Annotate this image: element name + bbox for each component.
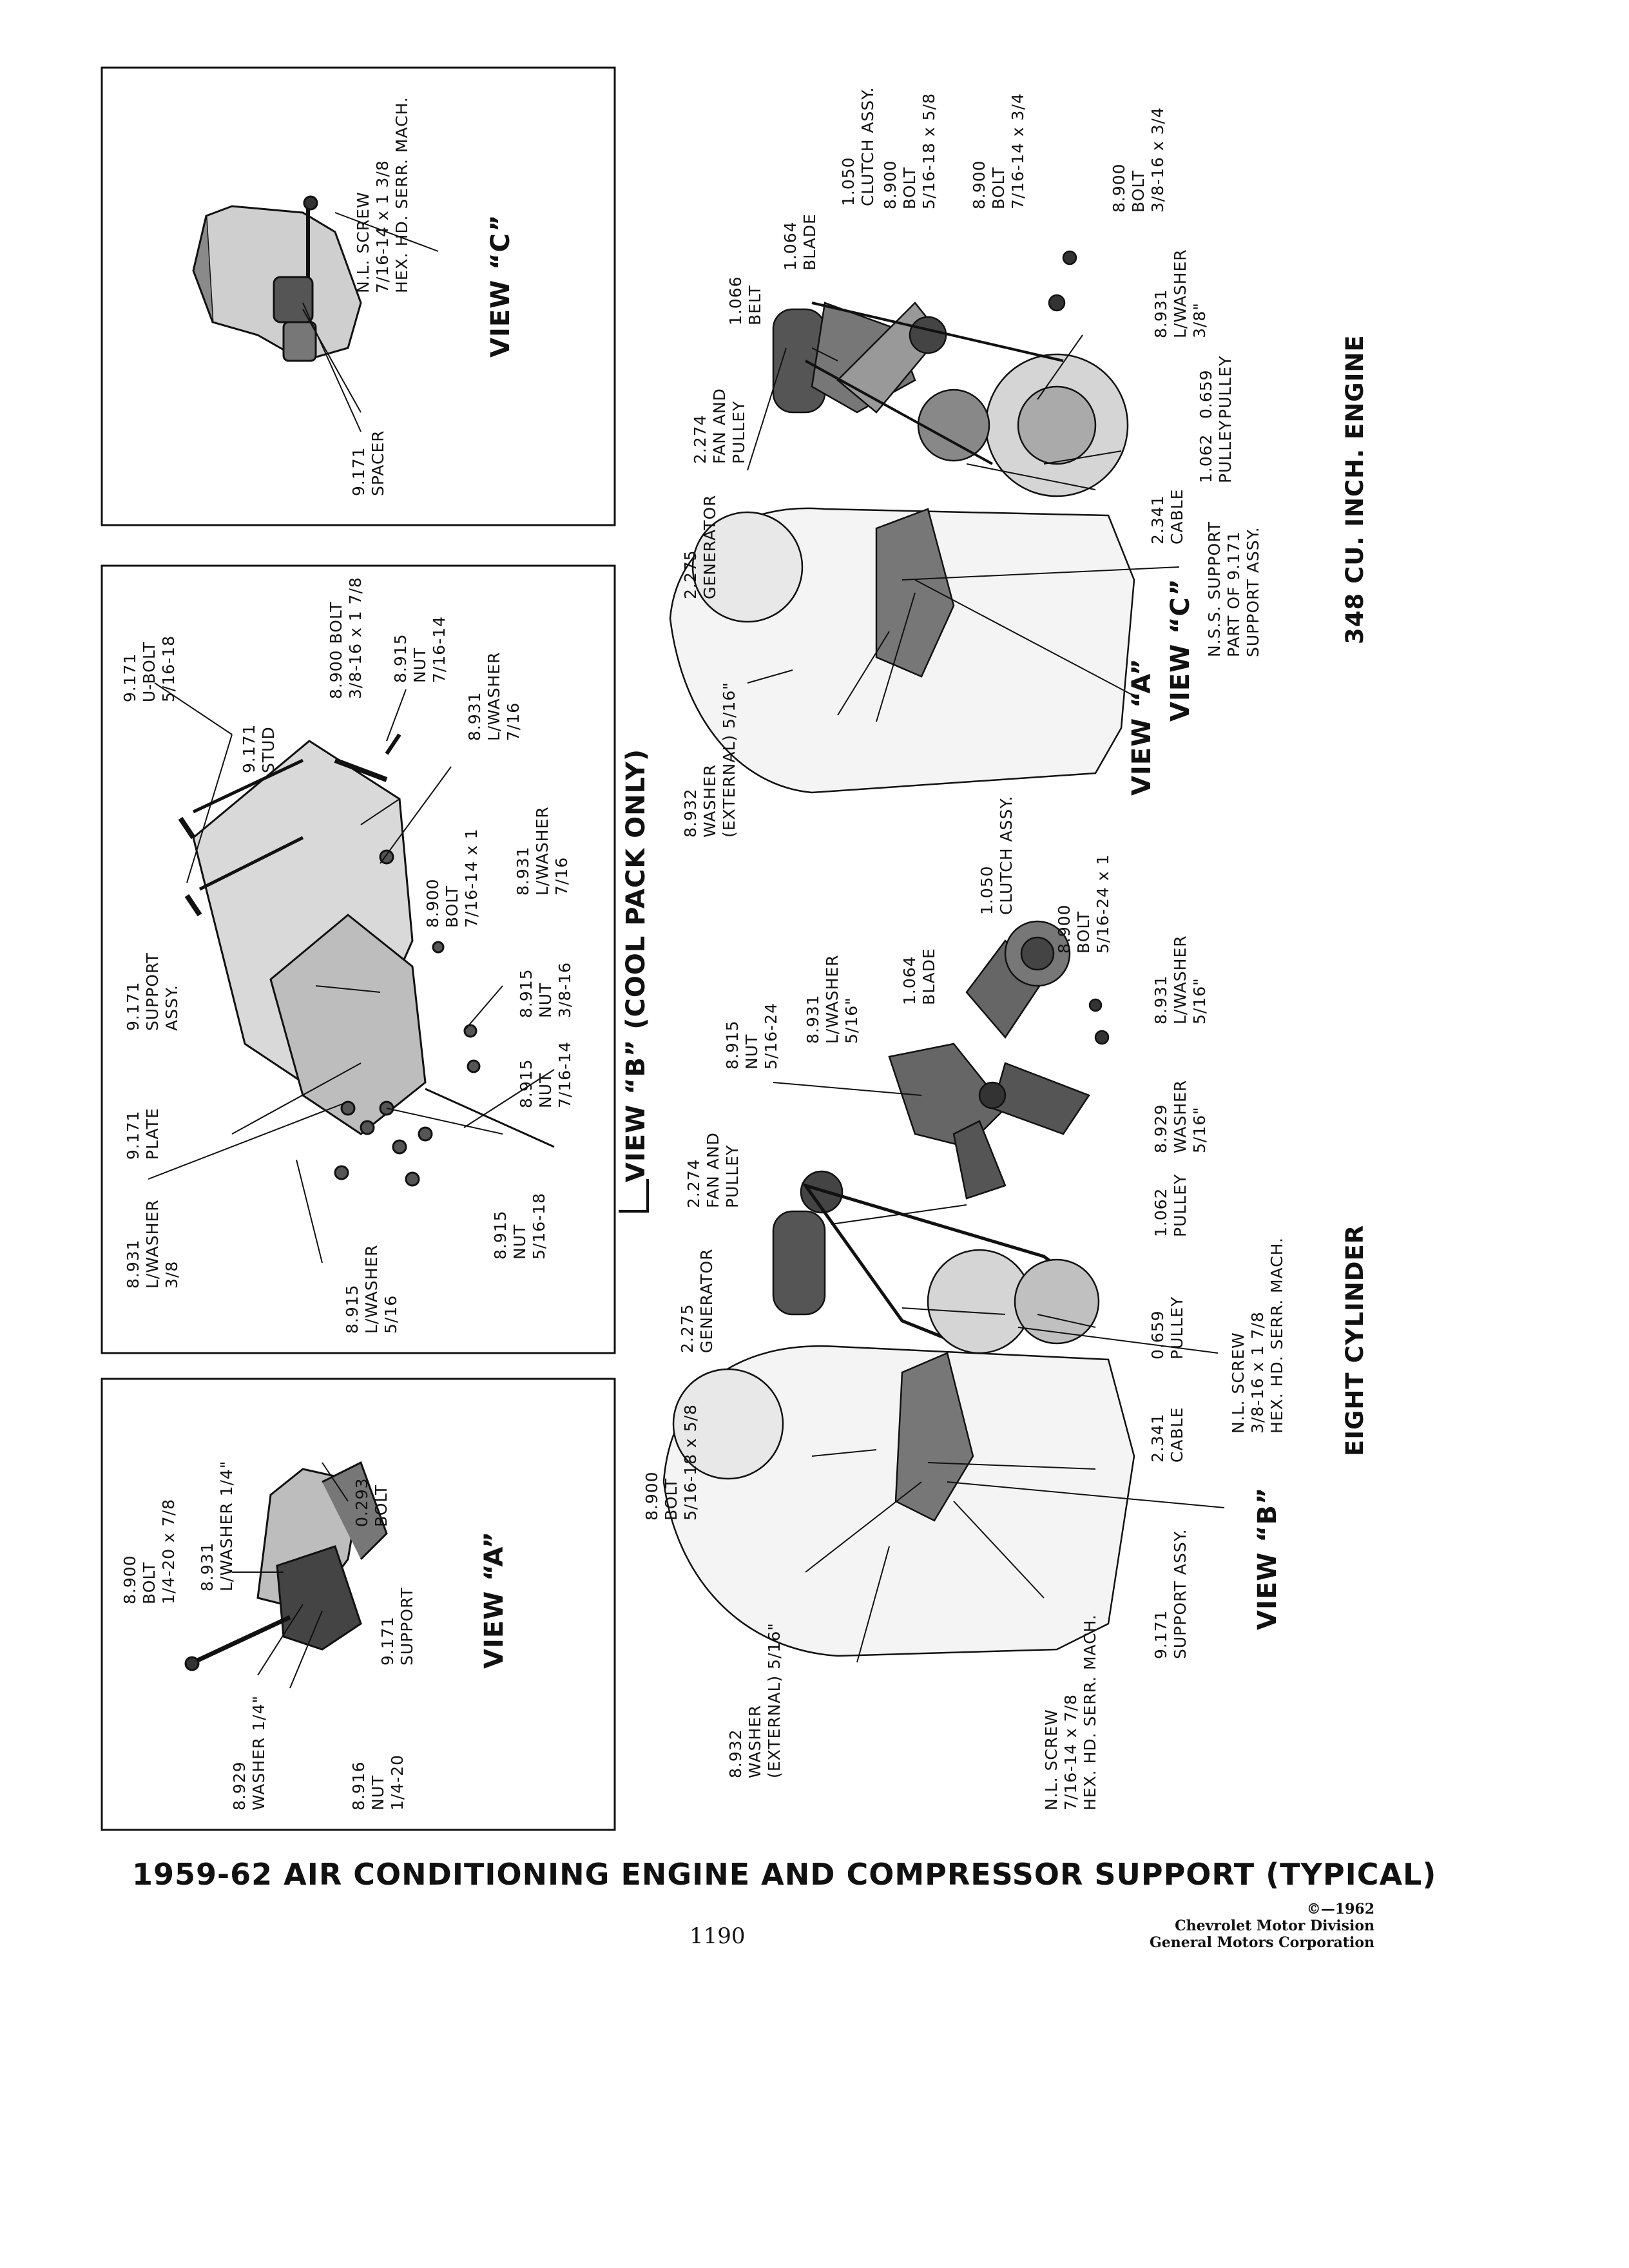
view-titles: VIEW “C” VIEW “B” (COOL PACK ONLY) VIEW … [479,214,1282,1669]
callout-va-lwasher: 8.931 L/WASHER 1/4" [198,1461,236,1591]
callout-u-cable: 2.341 CABLE [1148,489,1186,544]
callout-labels: N.L. SCREW 7/16-14 x 1 3/8 HEX. HD. SERR… [120,87,1286,1811]
upper-engine-illustration [669,250,1135,794]
callout-l-fan: 2.274 FAN AND PULLEY [684,1126,742,1208]
callout-va-nut: 8.916 NUT 1/4-20 [349,1754,407,1811]
callout-l-blade: 1.064 BLADE [900,948,938,1005]
callout-u-clutch: 1.050 CLUTCH ASSY. [839,87,877,206]
callout-l-lwasher2: 8.931 L/WASHER 5/16" [804,948,861,1044]
section-label-eight-cylinder: EIGHT CYLINDER [1341,1225,1369,1456]
callout-u-lwasher: 8.931 L/WASHER 3/8" [1152,243,1209,338]
callout-vb-nut-bottom: 8.915 NUT 5/16-18 [491,1193,548,1260]
callout-u-belt: 1.066 BELT [726,270,764,325]
callout-vb-ubolt: 9.171 U-BOLT 5/16-18 [120,635,178,702]
callout-vb-nut-mid: 8.915 NUT 3/8-16 [517,962,574,1018]
view-b-title: VIEW “B” (COOL PACK ONLY) [621,749,651,1182]
callout-l-nut: 8.915 NUT 5/16-24 [723,1003,780,1070]
callout-l-clutch: 1.050 CLUTCH ASSY. [978,796,1016,915]
copyright-block: ©—1962 Chevrolet Motor Division General … [988,1901,1374,1951]
callout-u-blade: 1.064 BLADE [781,213,819,271]
copyright-line-2: Chevrolet Motor Division [1175,1917,1374,1934]
callout-vb-bolt-top: 8.900 BOLT 3/8-16 x 1 7/8 [327,577,365,699]
callout-vb-plate: 9.171 PLATE [124,1104,162,1160]
lower-engine-illustration [662,920,1135,1657]
callout-l-pulley-0659: 0.659 PULLEY [1148,1296,1186,1360]
callout-vb-lwasher-left: 8.931 L/WASHER 3/8 [124,1193,181,1289]
callout-vb-bolt-mid: 8.900 BOLT 7/16-14 x 1 [423,828,481,928]
view-c-box [101,66,616,526]
callout-va-support: 9.171 SUPPORT [378,1587,416,1666]
callout-vb-lwasher-top: 8.931 L/WASHER 7/16 [465,646,523,741]
leader-lines [148,309,1225,1689]
view-a-ref-upper: VIEW “A” [1127,658,1157,796]
callout-vb-lwasher-bottom: 8.915 L/WASHER 5/16 [343,1238,400,1334]
copyright-line-1: ©—1962 [1306,1901,1374,1917]
callout-l-screw-top: N.L. SCREW 3/8-16 x 1 7/8 HEX. HD. SERR.… [1229,1237,1286,1434]
page-number: 1190 [689,1923,746,1949]
callout-vb-stud: 9.171 STUD [240,718,278,773]
callout-l-washer-ext: 8.932 WASHER (EXTERNAL) 5/16" [726,1622,784,1778]
view-c-bracket [192,195,439,432]
callout-l-washer: 8.929 WASHER 5/16" [1152,1074,1209,1153]
callout-l-bolt: 8.900 BOLT 5/16-24 x 1 [1055,854,1112,954]
callout-vb-support: 9.171 SUPPORT ASSY. [124,947,181,1031]
callout-vc-spacer: 9.171 SPACER [349,430,387,496]
callout-vb-nut-low: 8.915 NUT 7/16-14 [517,1041,574,1108]
callout-vb-nut-top: 8.915 NUT 7/16-14 [391,616,448,683]
view-b-box [101,564,616,1354]
callout-l-bolt2: 8.900 BOLT 5/16-18 x 5/8 [642,1404,700,1521]
callout-u-bolt1: 8.900 BOLT 5/16-18 x 5/8 [881,93,938,209]
callout-l-cable: 2.341 CABLE [1148,1407,1186,1463]
callout-u-pulley-0659: 0.659 PULLEY [1197,356,1235,419]
copyright-line-3: General Motors Corporation [1149,1934,1374,1951]
view-c-ref-upper: VIEW “C” [1166,578,1195,722]
view-b-ref-lower: VIEW “B” [1253,1487,1282,1630]
view-a-box [101,1378,616,1831]
view-b-bracket-mark [619,1179,649,1213]
view-b-bracket [178,733,481,1187]
callout-l-support: 9.171 SUPPORT ASSY. [1152,1528,1190,1659]
callout-u-bolt2: 8.900 BOLT 7/16-14 x 3/4 [970,93,1027,209]
callout-va-washer: 8.929 WASHER 1/4" [230,1695,268,1811]
callout-vb-lwasher-mid: 8.931 L/WASHER 7/16 [514,800,571,896]
callout-u-generator: 2.275 GENERATOR [681,494,719,599]
callout-u-bolt3: 8.900 BOLT 3/8-16 x 3/4 [1110,107,1167,213]
callout-u-fan: 2.274 FAN AND PULLEY [691,382,748,464]
callout-u-pulley-1062: 1.062 PULLEY [1197,420,1235,483]
callout-u-nss: N.S.S. SUPPORT PART OF 9.171 SUPPORT ASS… [1205,515,1262,657]
section-label-348-engine: 348 CU. INCH. ENGINE [1341,334,1369,644]
callout-va-bolt-right: 0.293 BOLT [352,1472,390,1527]
callout-u-washer-ext: 8.932 WASHER (EXTERNAL) 5/16" [681,682,738,838]
view-a-title: VIEW “A” [479,1531,509,1669]
callout-vc-screw: N.L. SCREW 7/16-14 x 1 3/8 HEX. HD. SERR… [354,97,411,293]
callout-va-bolt: 8.900 BOLT 1/4-20 x 7/8 [120,1499,178,1604]
view-c-title: VIEW “C” [486,214,516,358]
callout-l-lwasher: 8.931 L/WASHER 5/16" [1152,929,1209,1024]
callout-l-screw-bottom: N.L. SCREW 7/16-14 x 7/8 HEX. HD. SERR. … [1042,1614,1099,1811]
page-title: 1959-62 AIR CONDITIONING ENGINE AND COMP… [132,1857,1437,1892]
callout-l-pulley-1062: 1.062 PULLEY [1152,1174,1190,1237]
callout-l-generator: 2.275 GENERATOR [678,1248,716,1353]
